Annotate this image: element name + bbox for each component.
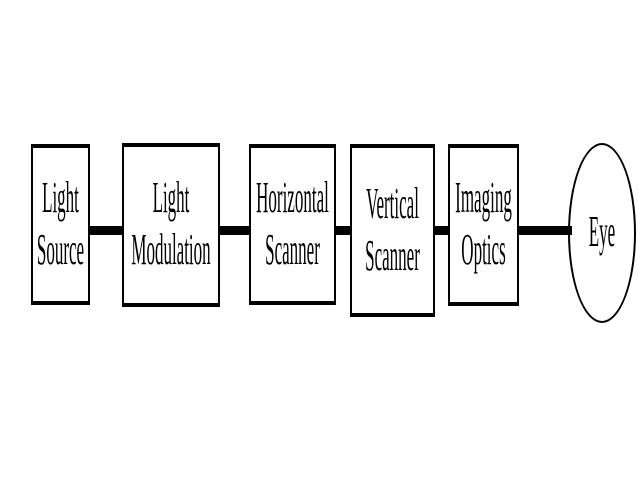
node-label-line: Horizontal xyxy=(256,172,329,222)
node-label-line: Modulation xyxy=(131,225,211,275)
node-vertical-scanner-label: Vertical Scanner xyxy=(365,179,420,283)
node-label-line: Eye xyxy=(588,207,616,257)
connector-vertical-scanner-to-imaging-optics xyxy=(433,226,450,235)
node-label-line: Source xyxy=(36,224,85,274)
node-vertical-scanner: Vertical Scanner xyxy=(350,144,435,317)
node-label-line: Light xyxy=(152,173,190,223)
node-imaging-optics-label: Imaging Optics xyxy=(455,173,512,277)
connector-horizontal-scanner-to-vertical-scanner xyxy=(334,226,352,235)
connector-imaging-optics-to-eye xyxy=(517,226,572,235)
node-light-modulation-label: Light Modulation xyxy=(131,173,210,277)
node-eye-label: Eye xyxy=(589,207,615,259)
node-eye: Eye xyxy=(568,143,636,323)
node-label-line: Optics xyxy=(461,225,506,275)
node-label-line: Scanner xyxy=(265,224,320,274)
node-light-source-label: Light Source xyxy=(37,173,84,277)
node-light-source: Light Source xyxy=(31,144,90,305)
node-imaging-optics: Imaging Optics xyxy=(448,144,519,306)
connector-light-source-to-light-modulation xyxy=(88,226,124,235)
node-label-line: Vertical xyxy=(366,178,419,228)
connector-light-modulation-to-horizontal-scanner xyxy=(218,226,251,235)
node-horizontal-scanner-label: Horizontal Scanner xyxy=(256,173,329,277)
node-label-line: Light xyxy=(42,172,79,222)
node-label-line: Imaging xyxy=(455,173,512,223)
node-horizontal-scanner: Horizontal Scanner xyxy=(249,144,336,305)
node-label-line: Scanner xyxy=(365,230,420,280)
node-light-modulation: Light Modulation xyxy=(122,143,220,307)
